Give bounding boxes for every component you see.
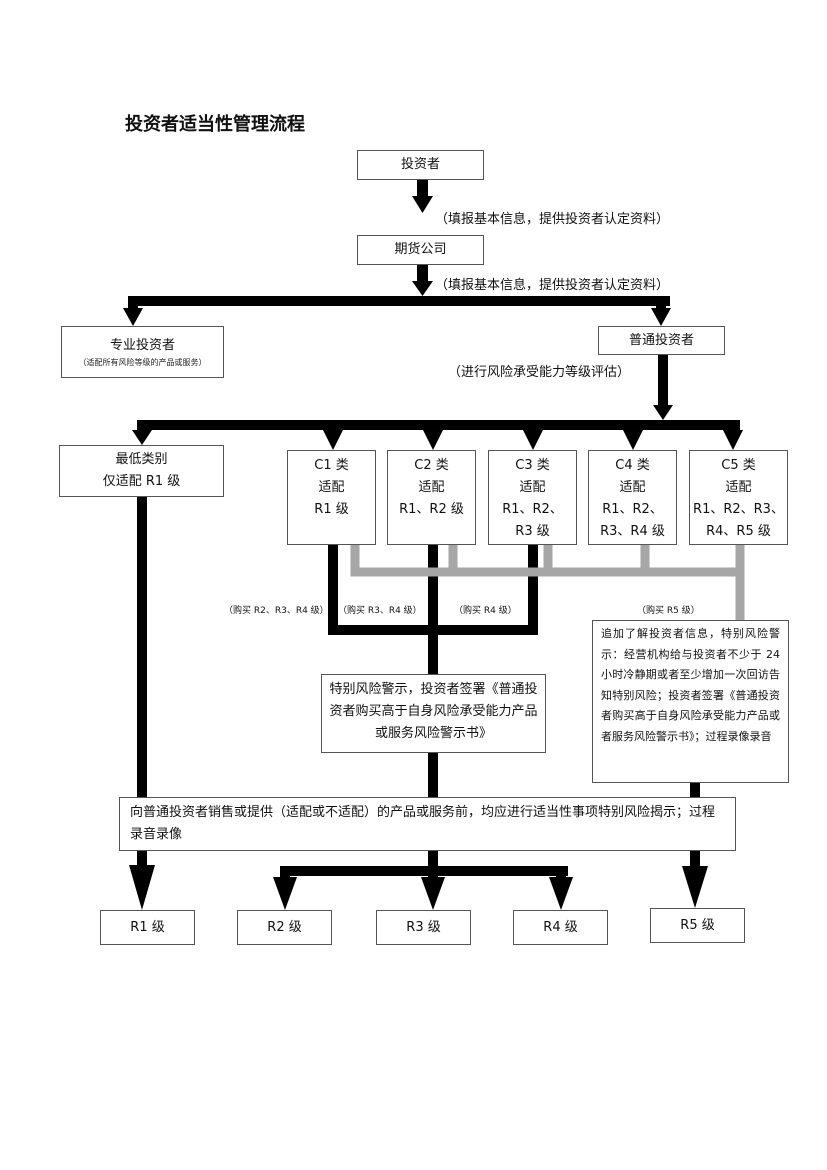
r2-label: R2 级	[267, 919, 302, 935]
node-lowest-line2: 仅适配 R1 级	[102, 474, 181, 489]
c3-line3: R1、R2、	[502, 502, 563, 517]
grey-connector	[350, 545, 740, 577]
c5-line3: R1、R2、R3、	[693, 502, 784, 517]
arrow-shaft	[656, 296, 666, 308]
arrow-shaft	[417, 180, 428, 196]
node-c2: C2 类 适配 R1、R2 级	[387, 450, 476, 545]
c1-line2: 适配	[318, 480, 345, 495]
c5-line1: C5 类	[721, 458, 756, 473]
r5-label: R5 级	[680, 917, 715, 933]
note-fill-info-1: （填报基本信息，提供投资者认定资料）	[435, 212, 670, 227]
arrow-shaft	[128, 296, 138, 308]
node-futures-company-label: 期货公司	[394, 242, 447, 257]
note-fill-info-2: （填报基本信息，提供投资者认定资料）	[435, 278, 670, 293]
arrow-shaft	[658, 354, 668, 410]
r1-label: R1 级	[130, 919, 165, 935]
node-r2: R2 级	[237, 910, 332, 945]
node-ordinary-investor: 普通投资者	[598, 326, 725, 355]
c5-line2: 适配	[725, 480, 752, 495]
node-r1: R1 级	[100, 910, 195, 945]
c2-line3: R1、R2 级	[399, 502, 464, 517]
node-r5-special-warning: 追加了解投资者信息，特别风险警示：经营机构给与投资者不少于 24 小时冷静期或者…	[592, 620, 789, 783]
arrowhead	[653, 405, 673, 420]
node-futures-company: 期货公司	[357, 235, 484, 265]
node-special-warning: 特别风险警示，投资者签署《普通投资者购买高于自身风险承受能力产品或服务风险警示书…	[321, 674, 546, 753]
node-lowest-category: 最低类别 仅适配 R1 级	[59, 445, 224, 497]
c4-line4: R3、R4 级	[600, 524, 665, 539]
r3-label: R3 级	[406, 919, 441, 935]
r4-label: R4 级	[543, 919, 578, 935]
node-r5: R5 级	[650, 908, 745, 943]
arrowhead	[651, 308, 671, 326]
split-bar	[128, 296, 670, 306]
node-c5: C5 类 适配 R1、R2、R3、 R4、R5 级	[689, 450, 788, 545]
c4-line3: R1、R2、	[602, 502, 663, 517]
node-professional-investor: 专业投资者 （适配所有风险等级的产品或服务）	[61, 326, 224, 378]
arrow-shaft	[417, 264, 428, 281]
arrowhead	[412, 281, 433, 296]
node-lowest-line1: 最低类别	[115, 452, 168, 467]
arrowhead	[123, 308, 143, 326]
c2-line1: C2 类	[414, 458, 449, 473]
node-c4: C4 类 适配 R1、R2、 R3、R4 级	[588, 450, 677, 545]
c1-line1: C1 类	[314, 458, 349, 473]
node-investor-label: 投资者	[400, 157, 440, 172]
node-professional-sub: （适配所有风险等级的产品或服务）	[78, 358, 207, 367]
c5-line4: R4、R5 级	[706, 524, 771, 539]
c4-line1: C4 类	[615, 458, 650, 473]
note-risk-assessment: （进行风险承受能力等级评估）	[448, 365, 631, 380]
c3-line4: R3 级	[515, 524, 550, 539]
node-c1: C1 类 适配 R1 级	[287, 450, 376, 545]
node-professional-label: 专业投资者	[109, 338, 175, 353]
r1-path	[137, 496, 147, 867]
label-buy-c3: （购买 R4 级）	[454, 606, 517, 616]
node-ordinary-label: 普通投资者	[628, 332, 694, 348]
c3-line1: C3 类	[515, 458, 550, 473]
c4-line2: 适配	[619, 480, 646, 495]
c2-line2: 适配	[418, 480, 445, 495]
node-investor: 投资者	[357, 150, 484, 180]
label-buy-c1: （购买 R2、R3、R4 级）	[224, 606, 329, 616]
node-r3: R3 级	[376, 910, 471, 945]
page-title: 投资者适当性管理流程	[125, 114, 305, 135]
node-disclosure: 向普通投资者销售或提供（适配或不适配）的产品或服务前，均应进行适当性事项特别风险…	[119, 797, 736, 851]
label-buy-c2: （购买 R3、R4 级）	[338, 606, 422, 616]
label-buy-c4: （购买 R5 级）	[637, 606, 700, 616]
node-c3: C3 类 适配 R1、R2、 R3 级	[488, 450, 577, 545]
node-r4: R4 级	[513, 910, 608, 945]
c1-line3: R1 级	[314, 502, 349, 517]
arrowhead	[412, 196, 433, 213]
c3-line2: 适配	[519, 480, 546, 495]
class-bar	[137, 420, 740, 430]
